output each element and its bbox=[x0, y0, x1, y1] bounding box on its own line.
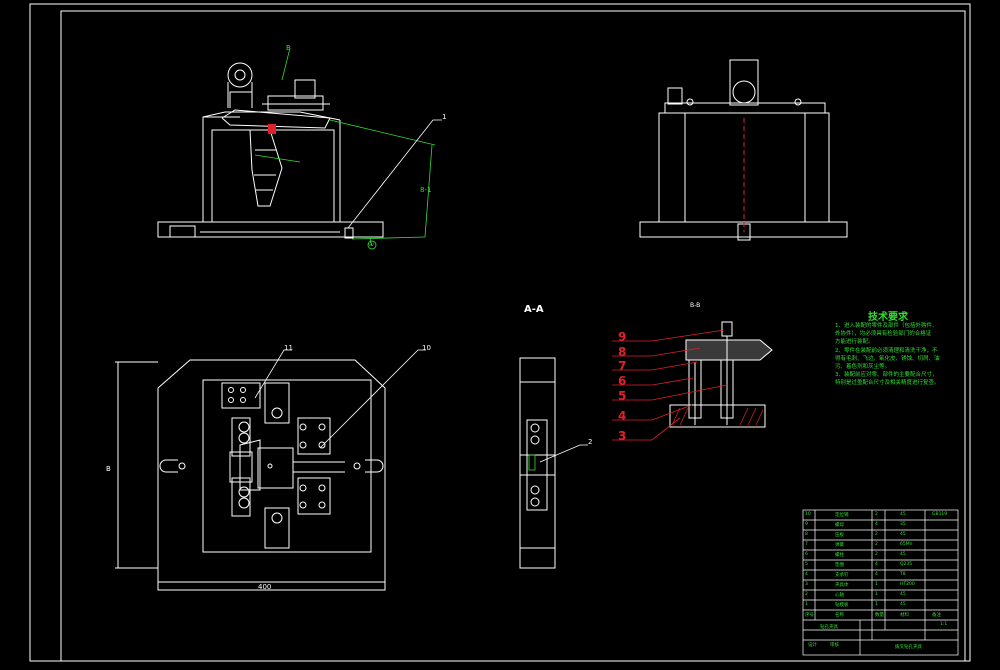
tb-footer-title: 拨叉钻孔夹具 bbox=[895, 645, 922, 650]
tb-header-c1: 名称 bbox=[835, 613, 844, 618]
tb-r6-c1: 支承钉 bbox=[835, 573, 849, 578]
tb-footer-drawn: 设计 bbox=[808, 643, 817, 648]
tb-header-c0: 序号 bbox=[805, 613, 814, 618]
tb-r0-c4: GB119 bbox=[932, 512, 948, 517]
tb-r8-c3: 45 bbox=[900, 592, 906, 597]
tech-line: 外协件），均必须具有检验部门的合格证 bbox=[835, 331, 932, 338]
tech-line: 污、着色剂和灰尘等。 bbox=[835, 364, 891, 371]
tb-r2-c1: 压板 bbox=[835, 533, 844, 538]
detail-red-leaders bbox=[612, 329, 728, 441]
tech-line: 特别是过盈配合尺寸及相关精度进行复查。 bbox=[835, 380, 940, 387]
tb-footer-scale: 1:1 bbox=[940, 622, 948, 627]
detail-hatch bbox=[671, 407, 764, 426]
front-green-dims bbox=[254, 47, 436, 247]
detail-item-9: 9 bbox=[618, 330, 627, 344]
tb-r5-c0: 5 bbox=[805, 562, 808, 567]
sheet-border-outer bbox=[29, 3, 971, 662]
tb-r6-c0: 4 bbox=[805, 572, 808, 577]
detail-item-3: 3 bbox=[618, 429, 627, 443]
front-green-circle-label: ① bbox=[368, 240, 375, 248]
plan-view bbox=[115, 359, 386, 591]
tb-r2-c2: 2 bbox=[875, 532, 878, 537]
detail-view bbox=[669, 321, 773, 428]
front-balloon-1: 1 bbox=[442, 113, 447, 121]
tb-r1-c3: 35 bbox=[900, 522, 906, 527]
tb-r3-c3: 65Mn bbox=[900, 542, 913, 547]
tb-r3-c0: 7 bbox=[805, 542, 808, 547]
tech-line: 方能进行装配。 bbox=[835, 339, 874, 346]
front-leader-1 bbox=[347, 119, 442, 229]
tb-r6-c3: T8 bbox=[900, 572, 906, 577]
front-red-hole bbox=[268, 124, 276, 134]
tb-r8-c0: 2 bbox=[805, 592, 808, 597]
tb-r4-c0: 6 bbox=[805, 552, 808, 557]
detail-title: B-B bbox=[690, 302, 701, 309]
plan-leaders bbox=[254, 349, 426, 449]
tb-r4-c1: 螺柱 bbox=[835, 553, 844, 558]
tb-header-c3: 材料 bbox=[900, 613, 909, 618]
tb-header-c2: 数量 bbox=[875, 613, 884, 618]
tb-r5-c3: Q235 bbox=[900, 562, 913, 567]
tb-footer-left: 钻孔夹具 bbox=[820, 625, 838, 630]
tb-r7-c3: HT200 bbox=[900, 582, 915, 587]
plan-width-dim: 400 bbox=[258, 583, 272, 591]
tb-r0-c3: 45 bbox=[900, 512, 906, 517]
detail-item-5: 5 bbox=[618, 389, 627, 403]
detail-item-8: 8 bbox=[618, 345, 627, 359]
tb-header-c4: 备注 bbox=[932, 613, 941, 618]
tb-r1-c2: 4 bbox=[875, 522, 878, 527]
front-green-circle-mark bbox=[367, 240, 377, 250]
tb-r2-c0: 8 bbox=[805, 532, 808, 537]
front-view bbox=[157, 62, 384, 239]
tech-requirements-title: 技术要求 bbox=[868, 312, 908, 323]
tech-line: 2、零件在装配前必须清理和清洗干净，不 bbox=[835, 347, 938, 354]
plan-balloon-11: 11 bbox=[284, 344, 293, 352]
tech-line: 1、进入装配的零件及部件（包括外购件、 bbox=[835, 323, 938, 329]
tb-r8-c2: 1 bbox=[875, 592, 878, 597]
section-green-part bbox=[528, 454, 536, 471]
tb-footer-check: 审核 bbox=[830, 643, 839, 648]
tb-r4-c3: 45 bbox=[900, 552, 906, 557]
front-dim-label: 8-1 bbox=[420, 186, 432, 194]
tech-requirements-body: 1、进入装配的零件及部件（包括外购件、 外协件），均必须具有检验部门的合格证 方… bbox=[835, 322, 960, 388]
tb-r1-c1: 螺母 bbox=[835, 523, 844, 528]
tb-r6-c2: 4 bbox=[875, 572, 878, 577]
tb-r3-c2: 2 bbox=[875, 542, 878, 547]
tb-r2-c3: 45 bbox=[900, 532, 906, 537]
detail-item-7: 7 bbox=[618, 359, 627, 373]
plan-balloon-10: 10 bbox=[422, 344, 431, 352]
tb-r0-c0: 10 bbox=[805, 512, 811, 517]
tech-line: 得有毛刺、飞边、氧化皮、锈蚀、切屑、油 bbox=[835, 355, 940, 362]
tb-r9-c3: 45 bbox=[900, 602, 906, 607]
section-title: A-A bbox=[524, 304, 544, 315]
tb-r5-c2: 4 bbox=[875, 562, 878, 567]
tb-r9-c0: 1 bbox=[805, 602, 808, 607]
tb-r1-c0: 9 bbox=[805, 522, 808, 527]
front-green-tag: B bbox=[286, 44, 291, 52]
section-leader bbox=[539, 444, 588, 463]
tb-r8-c1: 心轴 bbox=[835, 593, 844, 598]
sheet-border-inner bbox=[60, 10, 966, 662]
tb-r3-c1: 弹簧 bbox=[835, 543, 844, 548]
tb-r0-c1: 定位销 bbox=[835, 513, 849, 518]
tb-r7-c1: 夹具体 bbox=[835, 583, 849, 588]
tb-r7-c0: 3 bbox=[805, 582, 808, 587]
tech-line: 3、装配前应对零、部件的主要配合尺寸， bbox=[835, 372, 938, 379]
tb-r4-c2: 2 bbox=[875, 552, 878, 557]
detail-item-6: 6 bbox=[618, 374, 627, 388]
tb-r9-c1: 钻模板 bbox=[835, 603, 849, 608]
section-balloon-2: 2 bbox=[588, 438, 593, 446]
tb-r5-c1: 垫圈 bbox=[835, 563, 844, 568]
section-view bbox=[519, 357, 556, 569]
tb-r0-c2: 2 bbox=[875, 512, 878, 517]
detail-item-4: 4 bbox=[618, 409, 627, 423]
title-block-grid bbox=[802, 509, 959, 656]
tb-r9-c2: 1 bbox=[875, 602, 878, 607]
plan-height-dim: B bbox=[106, 465, 111, 473]
tb-r7-c2: 1 bbox=[875, 582, 878, 587]
